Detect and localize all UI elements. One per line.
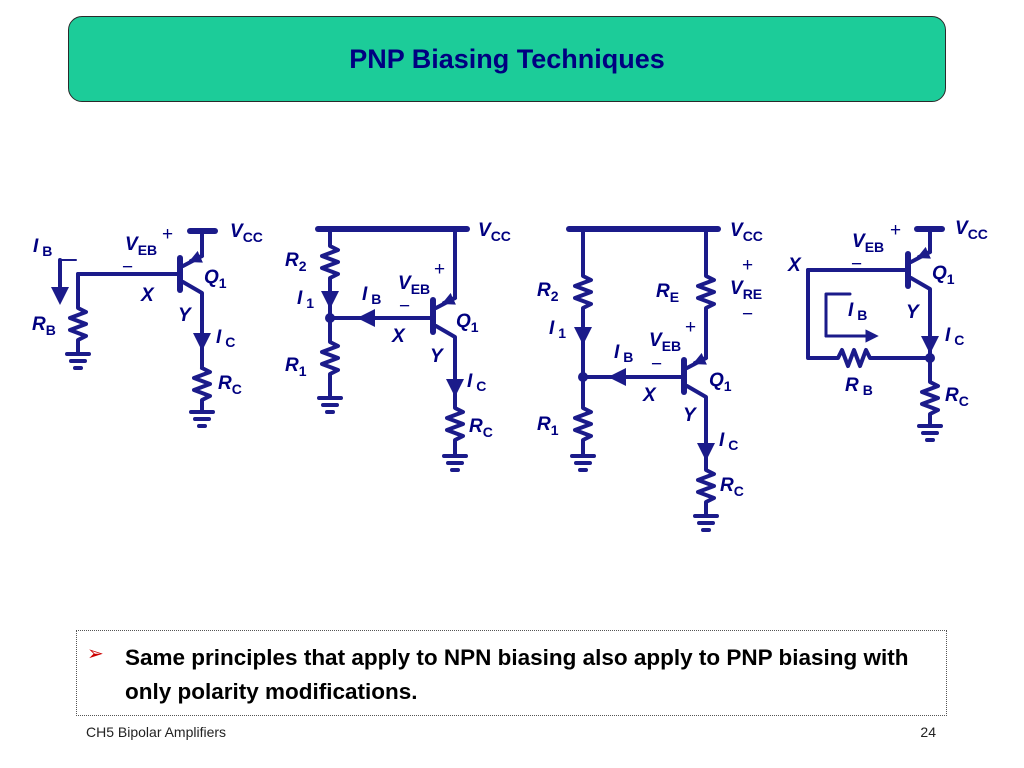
bullet-text: Same principles that apply to NPN biasin… bbox=[125, 645, 909, 704]
bullet-arrow-icon: ➢ bbox=[87, 641, 104, 665]
label-rc: RC bbox=[218, 373, 242, 397]
ground-icon bbox=[917, 424, 943, 442]
resistor-icon bbox=[573, 227, 593, 458]
label-x: X bbox=[642, 385, 657, 406]
label-re: RE bbox=[656, 281, 679, 305]
label-vcc: VCC bbox=[955, 218, 988, 242]
label-rc: RC bbox=[720, 475, 744, 499]
junction-dot bbox=[325, 313, 335, 323]
label-plus: + bbox=[742, 255, 753, 276]
ground-icon bbox=[693, 514, 719, 532]
ground-icon bbox=[189, 410, 215, 428]
label-plus: + bbox=[434, 259, 445, 280]
label-minus: − bbox=[651, 354, 662, 375]
label-y: Y bbox=[178, 305, 193, 326]
label-x: X bbox=[787, 255, 802, 276]
label-minus: − bbox=[742, 304, 753, 325]
label-plus: + bbox=[162, 224, 173, 245]
ground-icon bbox=[442, 454, 468, 472]
ground-icon bbox=[570, 454, 596, 472]
slide-title: PNP Biasing Techniques bbox=[349, 43, 665, 74]
resistor-icon bbox=[192, 366, 212, 414]
label-vre: VRE bbox=[730, 278, 762, 302]
label-plus: + bbox=[685, 317, 696, 338]
ground-icon bbox=[317, 396, 343, 414]
label-y: Y bbox=[683, 405, 698, 426]
label-r2: R2 bbox=[537, 280, 559, 304]
label-vcc: VCC bbox=[730, 220, 763, 244]
junction-dot bbox=[578, 372, 588, 382]
label-veb: VEB bbox=[649, 330, 681, 354]
footer-course-title: CH5 Bipolar Amplifiers bbox=[86, 724, 227, 740]
label-minus: − bbox=[851, 254, 862, 275]
bullet-box: ➢ Same principles that apply to NPN bias… bbox=[76, 630, 947, 716]
page-number: 24 bbox=[920, 724, 936, 740]
resistor-icon bbox=[68, 272, 88, 356]
label-y: Y bbox=[906, 302, 921, 323]
label-minus: − bbox=[122, 257, 133, 278]
label-vcc: VCC bbox=[230, 221, 263, 245]
emitter-resistor-icon bbox=[685, 227, 716, 370]
resistor-icon bbox=[320, 227, 340, 400]
ib-loop-line bbox=[824, 292, 852, 338]
feedback-resistor-icon bbox=[806, 268, 932, 368]
label-plus: + bbox=[890, 220, 901, 241]
label-r1: R1 bbox=[537, 414, 559, 438]
emitter-arrow-icon bbox=[188, 250, 204, 263]
label-x: X bbox=[140, 285, 155, 306]
label-q1: Q1 bbox=[932, 263, 955, 287]
label-r1: R1 bbox=[285, 355, 307, 379]
label-rc: RC bbox=[945, 385, 969, 409]
label-veb: VEB bbox=[125, 234, 157, 258]
label-rb: RB bbox=[32, 314, 56, 338]
label-minus: − bbox=[399, 296, 410, 317]
ground-icon bbox=[65, 352, 91, 370]
label-veb: VEB bbox=[852, 231, 884, 255]
collector-lead bbox=[909, 276, 940, 428]
label-r2: R2 bbox=[285, 250, 307, 274]
label-q1: Q1 bbox=[456, 311, 479, 335]
emitter-arrow-icon bbox=[441, 292, 457, 305]
label-vcc: VCC bbox=[478, 220, 511, 244]
emitter-arrow-icon bbox=[916, 246, 932, 259]
label-x: X bbox=[391, 326, 406, 347]
emitter-arrow-icon bbox=[692, 352, 708, 365]
label-q1: Q1 bbox=[709, 370, 732, 394]
title-banner: PNP Biasing Techniques bbox=[68, 16, 946, 102]
label-y: Y bbox=[430, 346, 445, 367]
label-veb: VEB bbox=[398, 273, 430, 297]
label-q1: Q1 bbox=[204, 267, 227, 291]
label-rc: RC bbox=[469, 416, 493, 440]
